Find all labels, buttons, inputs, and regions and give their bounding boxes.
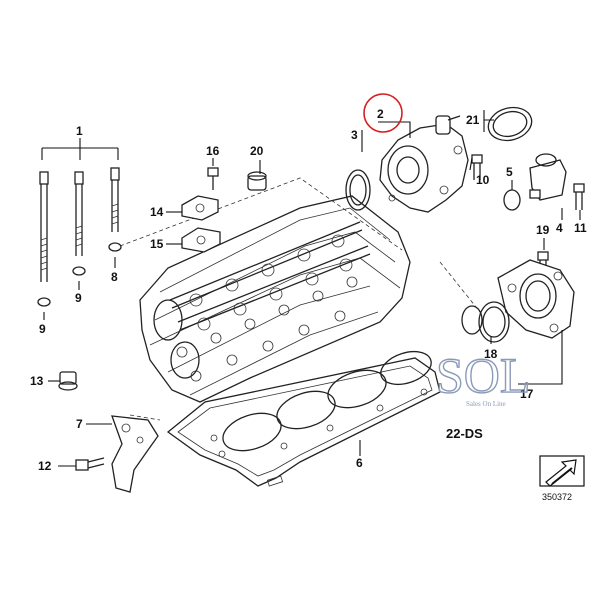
callout-17: 17 — [520, 387, 534, 401]
head-gasket — [166, 350, 441, 487]
gasket-14 — [181, 195, 219, 221]
callout-11: 11 — [574, 221, 587, 235]
arrow-into-box-icon — [539, 455, 585, 487]
watermark-tagline: Sales On Line — [466, 400, 506, 408]
callout-4: 4 — [556, 221, 563, 235]
washer-8 — [108, 242, 122, 252]
washer-9-left — [37, 297, 51, 307]
watermark-brand: SOL — [436, 347, 530, 403]
highlight-circle — [363, 93, 403, 133]
callout-13: 13 — [30, 374, 44, 388]
cover-cap-4 — [529, 153, 567, 201]
watermark: SOL Sales On Line — [435, 346, 531, 408]
water-flange-17 — [497, 259, 575, 339]
callout-12: 12 — [38, 459, 52, 473]
diagram-id: 22-DS — [446, 426, 483, 441]
leader-lines — [41, 110, 581, 467]
callout-15: 15 — [150, 237, 164, 251]
callout-5: 5 — [506, 165, 513, 179]
callout-2: 2 — [377, 107, 384, 121]
callout-19: 19 — [536, 223, 550, 237]
callout-1: 1 — [76, 124, 83, 138]
bolt-12 — [75, 457, 105, 471]
seal-ring-21 — [487, 106, 533, 142]
callout-8: 8 — [111, 270, 118, 284]
cylinder-head — [119, 177, 481, 421]
callout-20: 20 — [250, 144, 264, 158]
o-ring-3 — [345, 169, 371, 211]
reference-number: 350372 — [542, 492, 572, 502]
callout-6: 6 — [356, 456, 363, 470]
callout-9b: 9 — [75, 291, 82, 305]
cap-20 — [247, 171, 267, 191]
callout-7: 7 — [76, 417, 83, 431]
callout-16: 16 — [206, 144, 220, 158]
callout-18: 18 — [484, 347, 498, 361]
bracket-7 — [111, 415, 159, 493]
callout-10: 10 — [476, 173, 490, 187]
callout-21: 21 — [466, 113, 480, 127]
head-bolts-set — [39, 167, 120, 282]
callout-9a: 9 — [39, 322, 46, 336]
seal-rings-18 — [461, 301, 510, 343]
plug-13 — [58, 371, 78, 391]
o-ring-5 — [503, 189, 521, 211]
nut-16 — [207, 167, 219, 190]
gasket-15 — [181, 227, 221, 253]
bolt-11 — [573, 183, 585, 210]
washer-9-mid — [72, 266, 86, 276]
callout-14: 14 — [150, 205, 164, 219]
callouts: 1 2 3 4 5 6 7 8 9 9 10 11 12 13 14 15 16… — [30, 107, 587, 473]
vacuum-pump — [379, 115, 469, 213]
callout-3: 3 — [351, 128, 358, 142]
